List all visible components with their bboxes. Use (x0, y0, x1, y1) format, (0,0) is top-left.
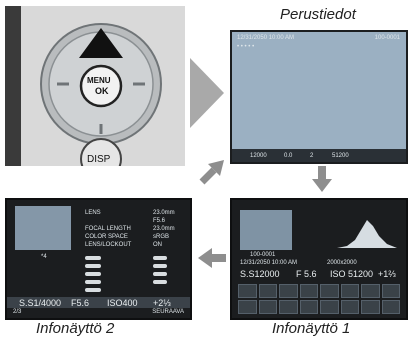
info1-iso: ISO 51200 (330, 269, 374, 279)
camera-closeup: MENU OK DISP (5, 6, 185, 166)
info2-iso: ISO400 (107, 298, 138, 308)
diagonal-arrow-icon (199, 160, 224, 185)
ok-label[interactable]: OK (95, 86, 109, 96)
info1-screen: 100-0001 12/31/2050 10:00 AM 2000x2000 S… (230, 198, 408, 320)
disp-label[interactable]: DISP (87, 154, 111, 165)
setting-bar (153, 256, 167, 260)
info1-frame: 100-0001 (250, 252, 276, 258)
grid-cell (340, 284, 359, 298)
info2-aperture: F5.6 (71, 298, 90, 308)
caption-basic: Perustiedot (280, 6, 356, 23)
setting-bar (85, 264, 101, 268)
setting-bar (153, 272, 167, 276)
info2-ev: +2⅓ (153, 298, 171, 308)
basic-datetime: 12/31/2050 10:00 AM (237, 35, 295, 41)
info2-label-3: COLOR SPACE (85, 234, 128, 240)
grid-cell (361, 300, 380, 314)
left-arrow-icon (198, 248, 226, 268)
histogram-chart (337, 220, 397, 248)
info2-value-4: ON (153, 242, 162, 248)
grid-cell (320, 284, 339, 298)
grid-cell (381, 300, 400, 314)
camera-controls-illustration (5, 6, 185, 166)
basic-shutter: 12000 (250, 153, 267, 159)
basic-screen: 12/31/2050 10:00 AM 100-0001 • • • • • 1… (230, 30, 408, 164)
grid-cell (320, 300, 339, 314)
down-arrow-icon (312, 166, 332, 192)
setting-bar (153, 280, 167, 284)
grid-cell (340, 300, 359, 314)
grid-cell (258, 300, 277, 314)
basic-statusbar (232, 149, 406, 162)
basic-aperture: 0.0 (284, 153, 293, 159)
grid-cell (361, 284, 380, 298)
info1-aperture: F 5.6 (296, 269, 317, 279)
info2-thumbnail (15, 206, 71, 250)
setting-bar (85, 288, 101, 292)
right-chevron-icon (190, 58, 224, 128)
basic-dots: • • • • • (237, 44, 255, 50)
info1-ev: +1⅔ (378, 269, 396, 279)
info2-label-4: LENS/LOCKOUT (85, 242, 132, 248)
grid-cell (381, 284, 400, 298)
setting-bar (85, 256, 101, 260)
setting-bar (153, 264, 167, 268)
info2-value-2: 23.0mm (153, 226, 175, 232)
grid-cell (258, 284, 277, 298)
caption-info2: Infonäyttö 2 (36, 320, 115, 337)
info2-value-3: sRGB (153, 234, 170, 240)
info2-label-0: LENS (85, 210, 101, 216)
info2-value-0: 23.0mm (153, 210, 175, 216)
grid-cell (238, 284, 257, 298)
info1-shutter: S.S12000 (240, 269, 280, 279)
info2-next[interactable]: SEURAAVA (152, 309, 184, 315)
grid-cell (279, 300, 298, 314)
caption-info1: Infonäyttö 1 (272, 320, 351, 337)
basic-iso: 51200 (332, 153, 349, 159)
info2-exposure-strip (7, 297, 190, 308)
info2-mark: *4 (41, 254, 47, 260)
menu-label[interactable]: MENU (87, 76, 111, 85)
info2-screen: *4 LENS FOCAL LENGTH COLOR SPACE LENS/LO… (5, 198, 192, 320)
info1-datetime: 12/31/2050 10:00 AM (240, 260, 298, 266)
info2-page: 2/3 (13, 309, 22, 315)
grid-cell (299, 300, 318, 314)
basic-ev: 2 (310, 153, 314, 159)
info2-label-2: FOCAL LENGTH (85, 226, 131, 232)
info2-shutter: S.S1/4000 (19, 298, 62, 308)
grid-cell (238, 300, 257, 314)
setting-bar (85, 280, 101, 284)
grid-cell (299, 284, 318, 298)
info1-size: 2000x2000 (327, 260, 357, 266)
info1-thumbnail (240, 210, 292, 250)
setting-bar (85, 272, 101, 276)
info2-value-1: F5.6 (153, 218, 166, 224)
grid-cell (279, 284, 298, 298)
info1-settings-grid (238, 284, 400, 314)
basic-frame: 100-0001 (374, 35, 400, 41)
